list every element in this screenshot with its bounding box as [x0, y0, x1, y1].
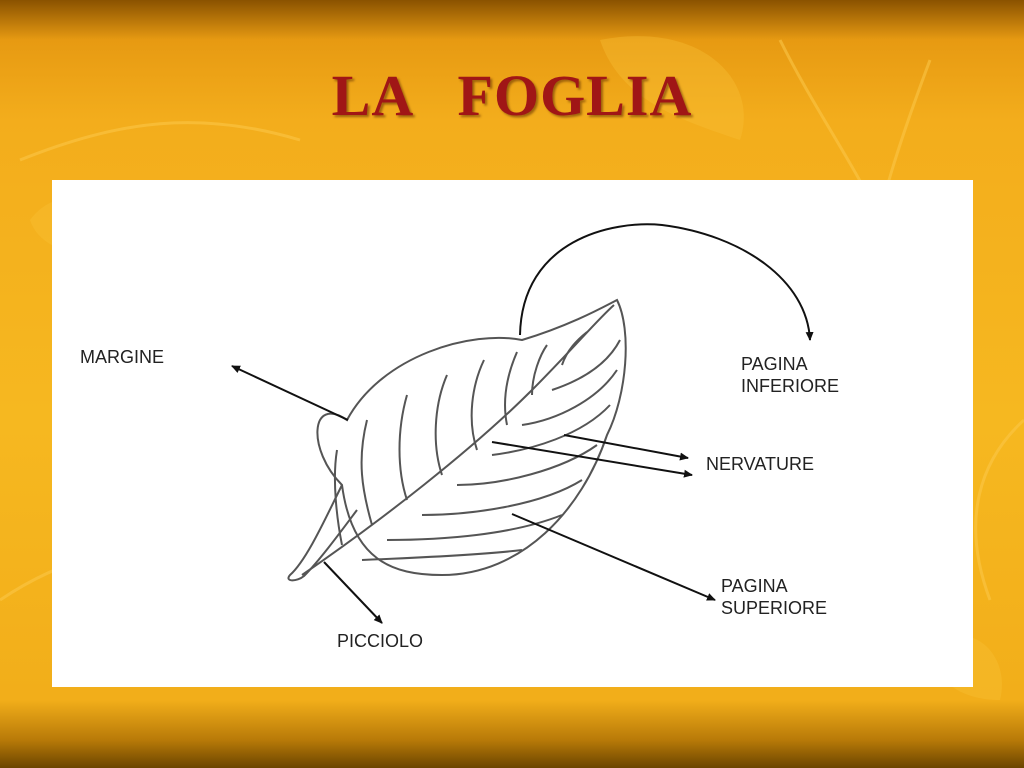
leaf-veins [333, 331, 621, 561]
arrow-margine [231, 365, 349, 421]
label-picciolo: PICCIOLO [337, 631, 423, 651]
label-pagina-superiore-line2: SUPERIORE [721, 598, 827, 618]
leaf-petiole [287, 484, 358, 582]
arrow-pagina-superiore [511, 513, 716, 601]
arrow-pagina-inferiore [519, 223, 814, 341]
label-nervature: NERVATURE [706, 454, 814, 474]
arrow-nervature-1 [563, 434, 689, 461]
arrow-picciolo [323, 561, 383, 624]
label-margine: MARGINE [80, 347, 164, 367]
leaf-midrib [301, 304, 615, 576]
slide-title: LA FOGLIA [331, 63, 693, 128]
label-pagina-inferiore-line2: INFERIORE [741, 376, 839, 396]
diagram-panel: MARGINE PAGINA INFERIORE NERVATURE PAGIN… [52, 180, 973, 687]
label-pagina-superiore-line1: PAGINA [721, 576, 788, 596]
arrow-nervature-2 [491, 441, 693, 478]
leaf-diagram: MARGINE PAGINA INFERIORE NERVATURE PAGIN… [80, 223, 839, 651]
label-pagina-inferiore-line1: PAGINA [741, 354, 808, 374]
